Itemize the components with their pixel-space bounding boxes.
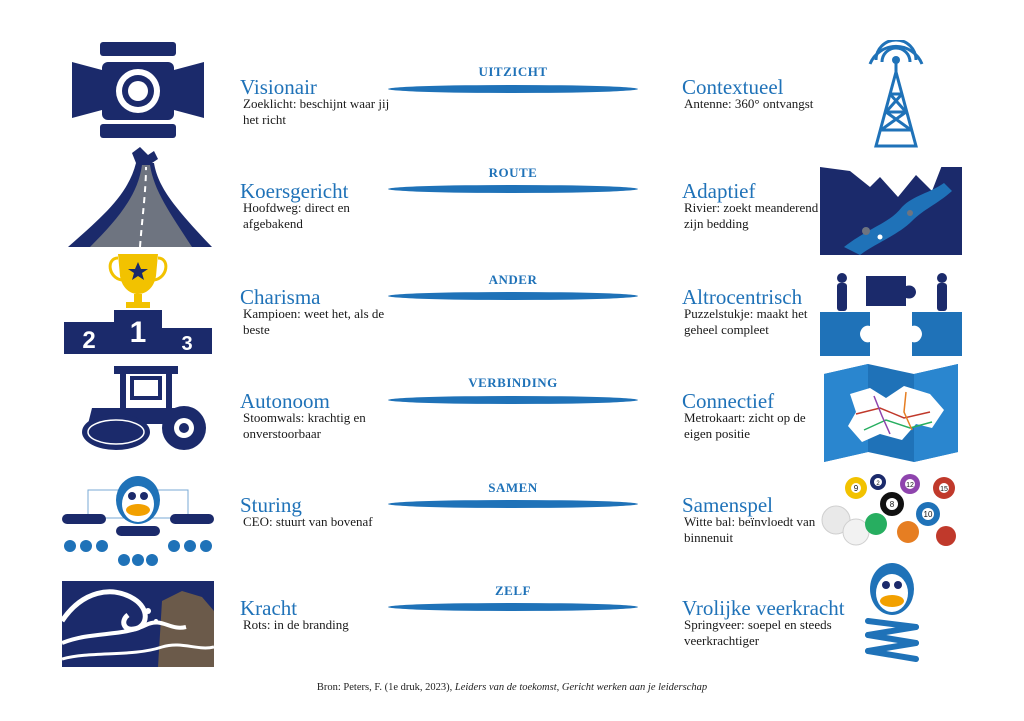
podium-trophy-icon: 1 2 3: [62, 250, 214, 354]
trophy-icon: [108, 254, 168, 308]
svg-text:12: 12: [906, 482, 914, 489]
svg-text:15: 15: [940, 486, 948, 493]
right-title: Samenspel: [682, 493, 773, 517]
billiard-ball: 9: [845, 477, 867, 499]
category-label: VERBINDING: [468, 375, 558, 390]
left-title: Charisma: [240, 285, 321, 309]
left-description: Zoeklicht: beschijnt waar jij het richt: [243, 96, 390, 127]
org-chart-icon: [62, 472, 214, 568]
left-description: Rots: in de branding: [243, 617, 349, 632]
left-description: Kampioen: weet het, als de beste: [243, 306, 385, 337]
row-verbinding: Autonoom Stoomwals: krachtig en onversto…: [0, 360, 1024, 470]
antenna-icon: [820, 40, 962, 150]
steamroller-icon: [62, 364, 214, 452]
svg-text:2: 2: [876, 481, 880, 487]
connector-bar: [388, 85, 638, 93]
svg-text:8: 8: [890, 500, 895, 509]
left-description: Hoofdweg: direct en afgebakend: [243, 200, 350, 231]
left-title: Kracht: [240, 596, 298, 620]
source-footer: Bron: Peters, F. (1e druk, 2023), Leider…: [0, 682, 1024, 693]
right-description: Witte bal: beïnvloedt van binnenuit: [684, 514, 816, 545]
billiard-balls-icon: 9 10 8 2 12 15: [820, 474, 962, 550]
svg-text:10: 10: [924, 510, 933, 519]
billiard-ball: 10: [916, 502, 940, 526]
right-description: Springveer: soepel en steeds veerkrachti…: [684, 617, 832, 648]
left-description: Stoomwals: krachtig en onverstoorbaar: [243, 410, 366, 441]
puzzle-icon: [820, 272, 962, 356]
right-title: Contextueel: [682, 75, 784, 99]
left-description: CEO: stuurt van bovenaf: [243, 514, 373, 529]
row-samen: Sturing CEO: stuurt van bovenaf SAMEN Sa…: [0, 468, 1024, 578]
right-title: Altrocentrisch: [682, 285, 803, 309]
left-title: Visionair: [240, 75, 317, 99]
row-route: Koersgericht Hoofdweg: direct en afgebak…: [0, 147, 1024, 257]
right-description: Rivier: zoekt meanderend zijn bedding: [684, 200, 819, 231]
footer-book-title: Leiders van de toekomst, Gericht werken …: [454, 682, 708, 693]
footer-prefix: Bron: Peters, F. (1e druk, 2023),: [316, 682, 455, 693]
right-title: Connectief: [682, 389, 775, 413]
row-uitzicht: Visionair Zoeklicht: beschijnt waar jij …: [0, 40, 1024, 150]
right-title: Adaptief: [682, 179, 756, 203]
spring-icon: [820, 561, 962, 665]
row-zelf: Kracht Rots: in de branding ZELF Vrolijk…: [0, 563, 1024, 685]
connector-bar: [388, 292, 638, 300]
right-description: Metrokaart: zicht op de eigen positie: [684, 410, 806, 441]
left-title: Sturing: [240, 493, 302, 517]
left-title: Autonoom: [240, 389, 330, 413]
row-ander: 1 2 3 Charisma Kampioen: weet het, als d…: [0, 250, 1024, 360]
mascot-icon: [870, 563, 914, 615]
billiard-ball: 15: [933, 477, 955, 499]
connector-bar: [388, 396, 638, 404]
right-description: Antenne: 360° ontvangst: [684, 96, 814, 111]
right-title: Vrolijke veerkracht: [682, 596, 845, 620]
metro-map-icon: [820, 364, 962, 462]
connector-bar: [388, 185, 638, 193]
podium-third: 3: [181, 333, 192, 354]
podium-first: 1: [130, 316, 147, 349]
highway-icon: [62, 147, 214, 247]
billiard-ball: 12: [900, 474, 920, 494]
category-label: ZELF: [495, 583, 531, 598]
spotlight-icon: [62, 40, 214, 140]
billiard-ball: 2: [870, 474, 886, 490]
category-label: ANDER: [488, 272, 538, 287]
left-title: Koersgericht: [240, 179, 349, 203]
right-description: Puzzelstukje: maakt het geheel compleet: [684, 306, 808, 337]
category-label: SAMEN: [488, 480, 538, 495]
podium-second: 2: [82, 327, 95, 354]
billiard-ball: 8: [880, 492, 904, 516]
connector-bar: [388, 500, 638, 508]
category-label: ROUTE: [488, 165, 538, 180]
mascot-icon: [116, 476, 160, 524]
wave-rock-icon: [62, 581, 214, 667]
river-icon: [820, 147, 962, 255]
connector-bar: [388, 603, 638, 611]
category-label: UITZICHT: [478, 64, 548, 79]
svg-text:9: 9: [854, 484, 859, 493]
